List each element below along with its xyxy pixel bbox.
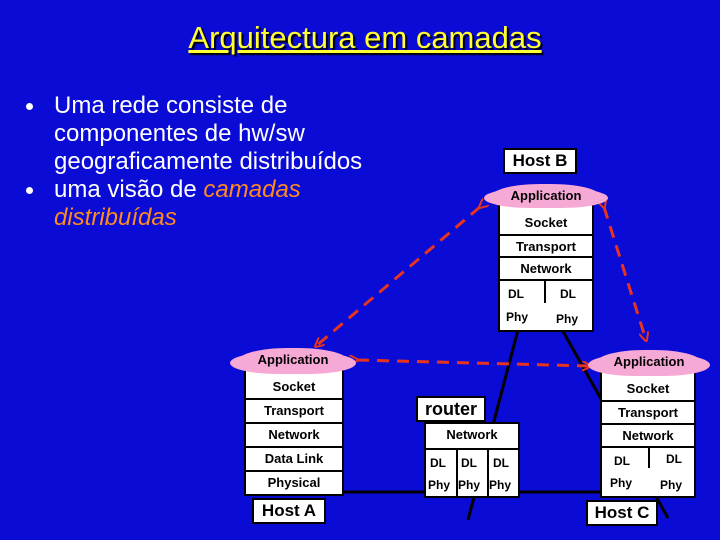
router-label: router — [416, 396, 486, 422]
hostC-dl-left: DL — [614, 454, 630, 468]
hostB-dl-right: DL — [560, 287, 576, 301]
hostB-network: Network — [500, 256, 592, 280]
hostA-application: Application — [238, 348, 348, 374]
hostB-phy-left: Phy — [506, 310, 528, 324]
hostB-phy-right: Phy — [556, 312, 578, 326]
hostC-stack: Socket Transport Network DL DL Phy Phy — [600, 360, 696, 498]
hostC-transport: Transport — [602, 400, 694, 424]
router-divider-1 — [456, 450, 458, 496]
hostB-divider — [544, 281, 546, 303]
hostC-phy-left: Phy — [610, 476, 632, 490]
hostC-application: Application — [596, 350, 702, 376]
hostB-dl-left: DL — [508, 287, 524, 301]
hostC-divider — [648, 448, 650, 468]
router-divider-2 — [487, 450, 489, 496]
arrow-app-A-B — [316, 207, 480, 346]
hostC-phy-right: Phy — [660, 478, 682, 492]
router-phy-3: Phy — [489, 478, 511, 492]
router-phy-1: Phy — [428, 478, 450, 492]
hostA-socket: Socket — [246, 376, 342, 398]
hostC-dl-right: DL — [666, 452, 682, 466]
hostB-application: Application — [492, 184, 600, 208]
arrow-app-A-C — [357, 360, 590, 366]
hostA-datalink: Data Link — [246, 446, 342, 470]
hostC-socket: Socket — [602, 378, 694, 400]
router-dl-1: DL — [430, 456, 446, 470]
hostA-stack: Socket Transport Network Data Link Physi… — [244, 358, 344, 496]
router-phy-2: Phy — [458, 478, 480, 492]
hostA-physical: Physical — [246, 470, 342, 494]
router-dl-2: DL — [461, 456, 477, 470]
router-stack: Network DL DL DL Phy Phy Phy — [424, 422, 520, 498]
hostB-socket: Socket — [500, 212, 592, 234]
hostB-transport: Transport — [500, 234, 592, 258]
hostB-stack: Socket Transport Network DL DL Phy Phy — [498, 198, 594, 332]
router-network: Network — [426, 424, 518, 446]
hostB-label: Host B — [503, 148, 577, 174]
hostA-label: Host A — [252, 498, 326, 524]
hostC-network: Network — [602, 423, 694, 447]
hostA-transport: Transport — [246, 398, 342, 422]
router-dl-3: DL — [493, 456, 509, 470]
arrow-app-B-C — [604, 207, 646, 340]
hostA-network: Network — [246, 422, 342, 446]
hostC-label: Host C — [586, 500, 658, 526]
